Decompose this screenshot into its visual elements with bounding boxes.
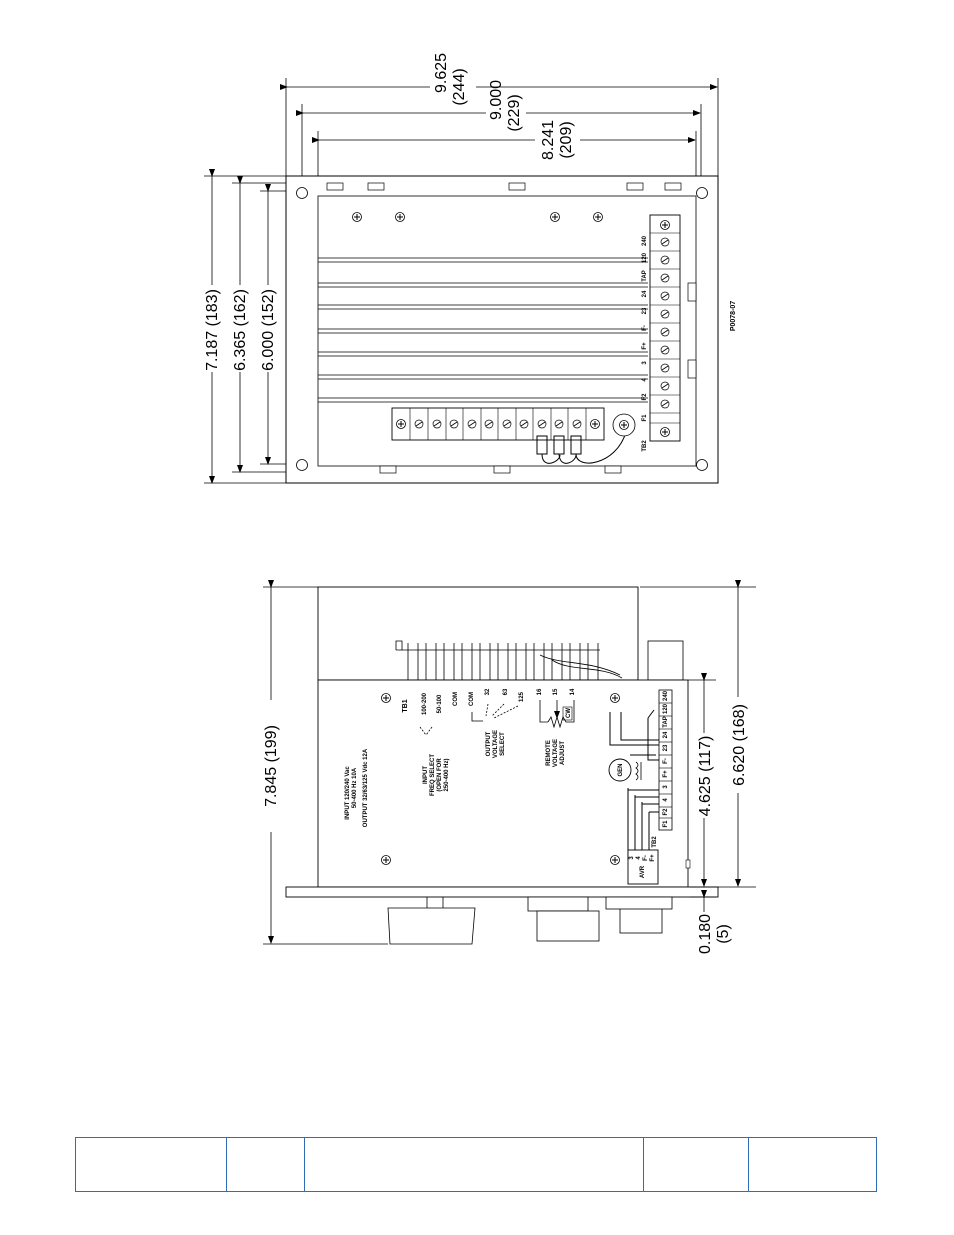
avr-terminal-fminus: F-: [643, 855, 649, 861]
freq-select-label-1: INPUT: [423, 766, 429, 784]
dim-base-thickness: 0.180: [697, 914, 714, 954]
tb2-terminal-block: F1 F2 4 3 F+ F- 23 24 TAP 120 240 TB2: [642, 214, 681, 452]
remote-pot-symbol: [539, 700, 575, 729]
title-block-cell-4: [644, 1138, 750, 1191]
mounting-holes: [296, 187, 708, 471]
horizontal-dimensions: [280, 78, 719, 198]
generator-symbol: [608, 758, 632, 782]
freq-option-100-200: 100-200: [422, 692, 428, 715]
heatsink-housing: [317, 586, 639, 681]
tb2-terminal-fminus: F-: [642, 325, 648, 331]
tb2-side-3: 3: [663, 785, 669, 789]
voltage-option-com: COM: [469, 692, 475, 706]
title-block-cell-5: [749, 1138, 876, 1191]
tb2-terminal-f1: F1: [642, 414, 648, 422]
tb2-terminal-23: 23: [642, 307, 648, 314]
tb2-side-fminus: F-: [663, 758, 669, 764]
remote-label-1: REMOTE: [546, 740, 552, 766]
remote-label-3: ADJUST: [560, 741, 566, 765]
dim-chassis-height: 4.625 (117): [697, 736, 714, 817]
title-block-cell-1: [76, 1138, 227, 1191]
base-plate-side: [285, 886, 719, 898]
title-block: [75, 1137, 877, 1192]
tb1-terminal-block: [391, 407, 636, 464]
avr-label: AVR: [640, 865, 646, 878]
gen-label: GEN: [618, 763, 624, 776]
heatsink-fins-side: [395, 640, 684, 681]
side-dimensions: [263, 580, 756, 945]
dim-mounting-width-mm: (229): [506, 94, 523, 131]
tb2-side-tap: TAP: [663, 716, 669, 728]
rating-input-1: INPUT 120/240 Vac: [345, 766, 351, 820]
tb2-side-23: 23: [663, 744, 669, 751]
voltage-select-label-3: SELECT: [500, 732, 506, 756]
voltage-select-label-1: OUTPUT: [486, 731, 492, 756]
dim-mounting-height: 6.365 (162): [232, 289, 249, 371]
dim-inner-height: 6.000 (152): [260, 289, 277, 371]
side-view: TB1 100-200 50-100 COM INPUT FREQ SELECT…: [263, 580, 756, 954]
heatsink-fins: [318, 257, 648, 403]
voltage-select-label-2: VOLTAGE: [493, 730, 499, 758]
freq-select-symbol: [419, 726, 433, 736]
dim-inner-width: 8.241: [540, 120, 557, 160]
freq-option-50-100: 50-100: [437, 694, 443, 713]
top-view: 9.625 (244) 9.000 (229) 8.241 (209) 7.18…: [204, 53, 737, 484]
tb2-side-120: 120: [663, 703, 669, 714]
rating-input-2: 50-400 Hz 10A: [352, 767, 358, 808]
voltage-option-63: 63: [503, 688, 509, 695]
avr-terminal-fplus: F+: [650, 854, 656, 862]
tb2-terminal-tap: TAP: [642, 270, 648, 282]
dim-base-thickness-mm: (5): [715, 924, 732, 944]
transformer-coil: [635, 761, 642, 781]
tb2-side-f1: F1: [663, 820, 669, 828]
dim-side-overall-height: 7.845 (199): [263, 725, 280, 807]
chassis-side: [317, 679, 689, 888]
freq-option-com: COM: [453, 692, 459, 706]
title-block-cell-3: [305, 1138, 644, 1191]
remote-label-2: VOLTAGE: [553, 739, 559, 767]
tb2-terminal-fplus: F+: [642, 342, 648, 350]
remote-terminal-16: 16: [537, 688, 543, 695]
voltage-option-125: 125: [519, 691, 525, 702]
voltage-select-symbol: [471, 703, 519, 722]
tb2-side-label: TB2: [652, 836, 658, 848]
tb1-label: TB1: [402, 699, 409, 712]
bottom-components: [387, 896, 673, 945]
tb2-terminal-f2: F2: [642, 393, 648, 401]
title-block-cell-2: [227, 1138, 306, 1191]
avr-terminal-3: 3: [629, 856, 635, 860]
avr-terminal-4: 4: [636, 856, 642, 860]
cw-label: CW: [566, 708, 572, 718]
freq-select-label-3: (OPEN FOR: [437, 758, 443, 792]
freq-select-label-2: FREQ SELECT: [430, 754, 436, 796]
tb2-terminal-120: 120: [642, 252, 648, 263]
tb2-side-fplus: F+: [663, 770, 669, 778]
tb2-side-24: 24: [663, 731, 669, 738]
rating-output: OUTPUT 32/63/125 Vdc 12A: [363, 748, 369, 827]
edge-clips: [326, 182, 697, 474]
tb2-label: TB2: [642, 440, 648, 452]
remote-terminal-15: 15: [553, 688, 559, 695]
tb2-side-240: 240: [663, 690, 669, 701]
voltage-option-32: 32: [485, 688, 491, 695]
dim-overall-width: 9.625: [433, 53, 450, 93]
dim-inner-width-mm: (209): [558, 121, 575, 158]
tb2-terminal-24: 24: [642, 290, 648, 297]
tb2-side-f2: F2: [663, 808, 669, 816]
drawing-number: P0078-07: [730, 301, 737, 331]
dim-mounting-width: 9.000: [488, 80, 505, 120]
dim-overall-height: 7.187 (183): [204, 289, 221, 371]
tb2-side-4: 4: [663, 798, 669, 802]
tb2-terminal-3: 3: [642, 361, 648, 365]
dim-overall-width-mm: (244): [451, 68, 468, 105]
tb2-terminal-4: 4: [642, 378, 648, 382]
tb2-terminal-240: 240: [642, 235, 648, 246]
freq-select-label-4: 250-400 Hz): [444, 758, 450, 791]
remote-terminal-14: 14: [570, 688, 576, 695]
tb2-schematic: F1 F2 4 3 F+ F- 23 24 TAP 120 240 TB2 GE…: [608, 689, 691, 885]
dim-total-height: 6.620 (168): [731, 704, 748, 786]
avr-block: [627, 849, 659, 885]
